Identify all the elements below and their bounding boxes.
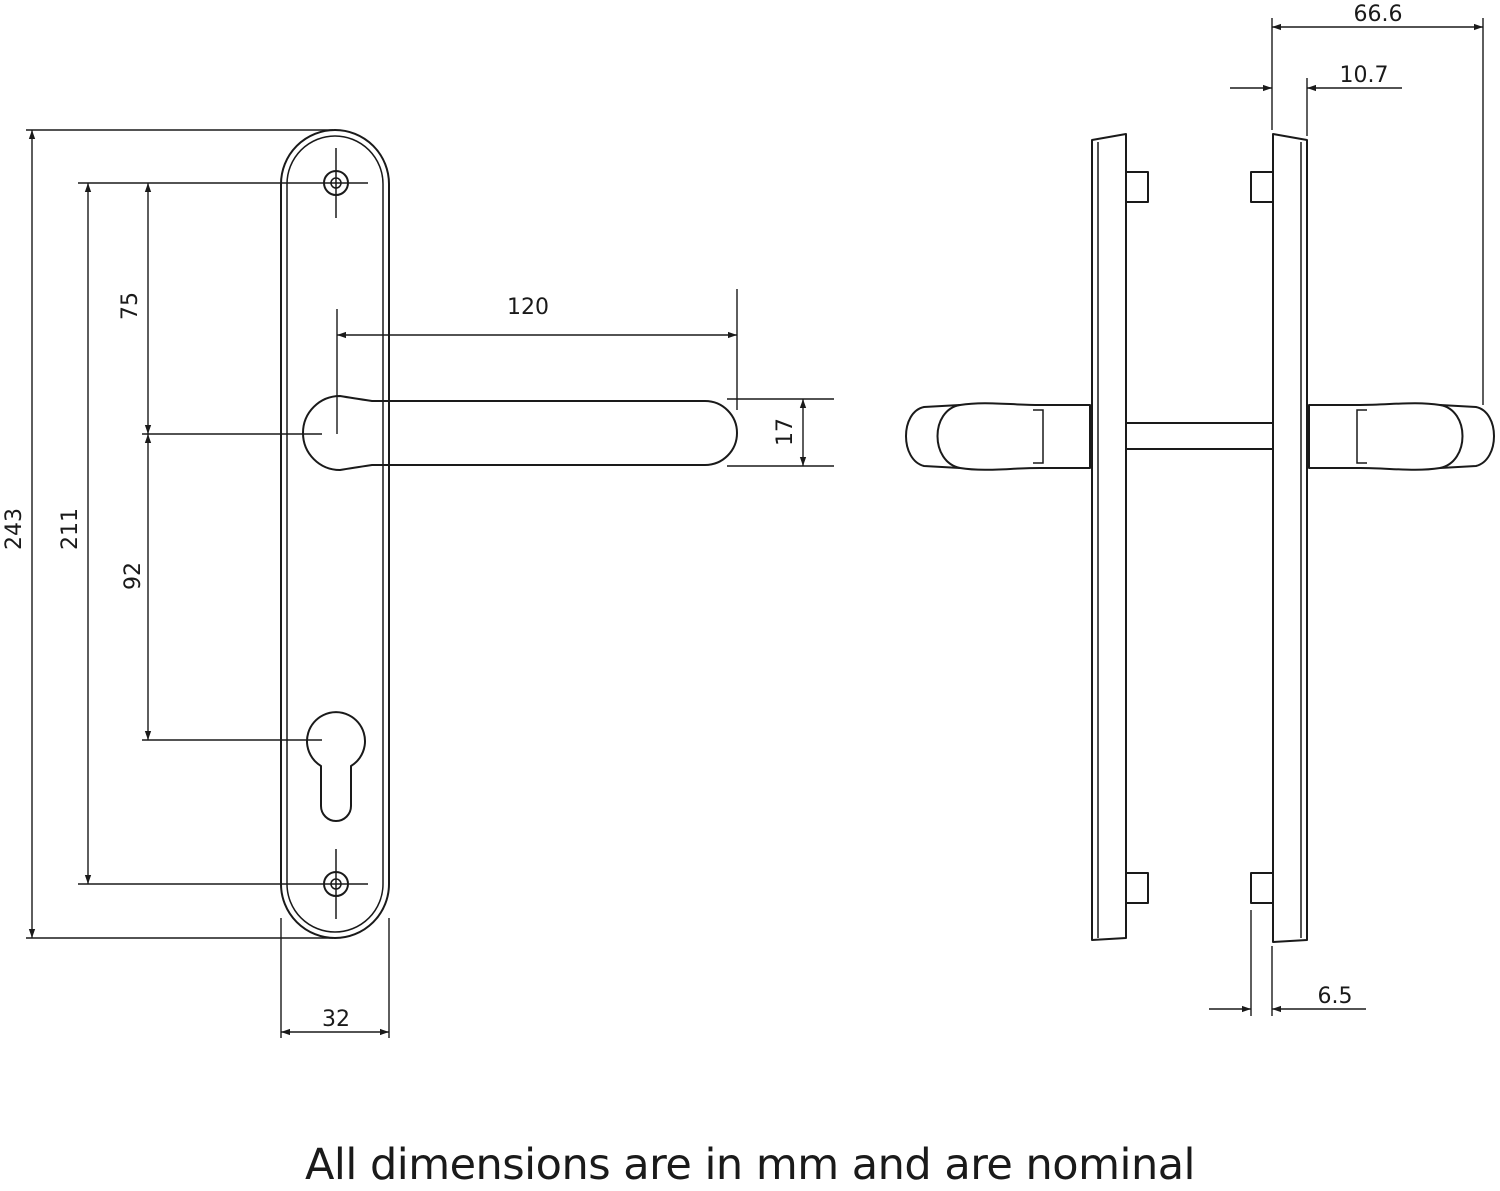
side-dimensions: 66.6 10.7 6.5 <box>1209 2 1484 1016</box>
left-lever-end <box>905 404 961 469</box>
dim-fixing-to-lever: 75 <box>118 292 143 320</box>
left-bottom-boss <box>1125 872 1149 904</box>
front-dimensions: 243 211 75 92 120 17 32 <box>2 129 834 1038</box>
front-view <box>280 129 738 939</box>
dim-plate-depth: 10.7 <box>1340 63 1389 88</box>
right-lever-grip <box>1308 402 1464 471</box>
dim-plate-width: 32 <box>322 1007 350 1032</box>
dim-overall-depth: 66.6 <box>1354 2 1403 27</box>
left-lever-grip <box>936 402 1091 471</box>
right-top-boss <box>1250 171 1274 203</box>
lever-handle <box>302 395 738 471</box>
dimensions-note: All dimensions are in mm and are nominal <box>304 1140 1196 1190</box>
backplate-outline <box>280 129 390 939</box>
dim-lever-length: 120 <box>507 295 549 320</box>
left-backplate <box>1091 133 1127 941</box>
dim-lever-to-cylinder: 92 <box>121 562 146 590</box>
right-lever-end <box>1439 404 1495 469</box>
spindle <box>1125 422 1274 450</box>
side-view <box>905 133 1495 943</box>
left-top-boss <box>1125 171 1149 203</box>
dim-fixing-centres: 211 <box>58 508 83 550</box>
right-backplate <box>1272 133 1308 943</box>
dim-overall-height: 243 <box>2 508 27 550</box>
right-bottom-boss <box>1250 872 1274 904</box>
cylinder-cutout <box>306 711 366 822</box>
dim-boss-depth: 6.5 <box>1318 984 1353 1009</box>
backplate-inner-outline <box>286 135 384 933</box>
dim-lever-thickness: 17 <box>773 418 798 446</box>
